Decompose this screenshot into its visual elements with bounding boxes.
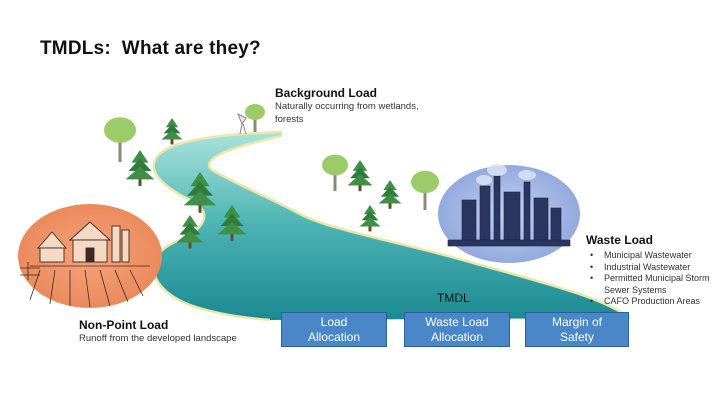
page-title: TMDLs: What are they? [40,38,261,59]
leafy-tree-icon [322,154,348,191]
background-load-text: Naturally occurring from wetlands, fores… [275,101,419,125]
waste-load-item: Industrial Wastewater [590,262,720,274]
background-load-label: Background Load Naturally occurring from… [275,86,435,126]
pine-tree-icon [378,180,402,209]
leafy-tree-icon [104,117,136,162]
river [153,132,630,320]
trees [104,104,439,249]
load-allocation-box: Load Allocation [281,312,387,347]
pine-tree-icon [347,160,373,192]
tmdl-label: TMDL [437,291,470,305]
waste-load-item: Permitted Municipal Storm Sewer Systems [590,273,720,296]
river-bank-left [152,130,283,322]
non-point-load-text: Runoff from the developed landscape [79,333,237,344]
waste-load-list: Municipal Wastewater Industrial Wastewat… [586,250,720,308]
margin-of-safety-box: Margin of Safety [525,312,629,347]
pine-tree-icon [217,205,247,241]
factory-illustration [438,164,580,263]
load-allocation-text: Load Allocation [307,314,361,344]
waste-load-label: Waste Load Municipal Wastewater Industri… [586,233,720,308]
pine-tree-icon [359,205,381,232]
non-point-load-heading: Non-Point Load [79,318,169,332]
pine-tree-icon [176,215,204,249]
farm-illustration [18,204,162,308]
leafy-tree-icon [411,170,439,210]
margin-of-safety-text: Margin of Safety [551,314,603,344]
pine-tree-icon [161,118,183,145]
waste-load-allocation-text: Waste Load Allocation [425,314,489,344]
heron-icon [237,112,247,135]
waste-load-allocation-box: Waste Load Allocation [404,312,510,347]
waste-load-item: CAFO Production Areas [590,296,720,308]
river-bank-right [207,134,631,320]
pine-tree-icon [125,150,155,186]
background-load-heading: Background Load [275,86,378,100]
non-point-load-label: Non-Point Load Runoff from the developed… [79,318,239,345]
leafy-tree-icon [245,104,265,132]
pine-tree-icon [183,172,217,213]
waste-load-heading: Waste Load [586,233,653,247]
waste-load-item: Municipal Wastewater [590,250,720,262]
